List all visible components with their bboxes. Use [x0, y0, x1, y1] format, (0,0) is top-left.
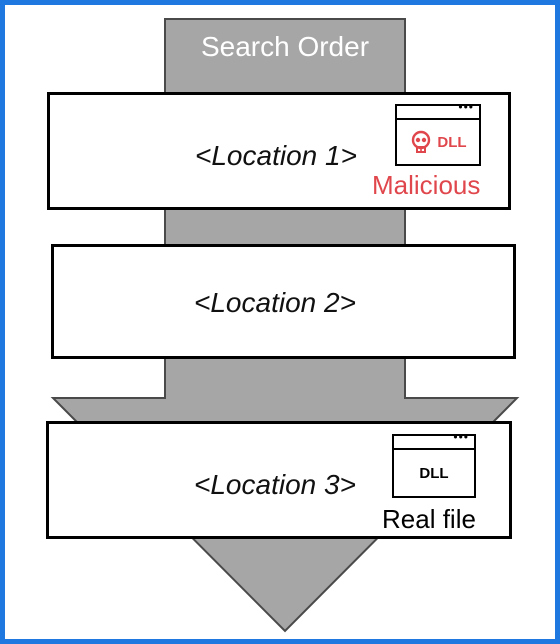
search-order-title: Search Order — [200, 31, 370, 62]
real-file-caption: Real file — [382, 504, 476, 534]
location-2-label: <Location 2> — [194, 287, 356, 318]
malicious-dll-window-icon: ••• DLL — [395, 100, 481, 166]
window-dots-icon: ••• — [453, 430, 469, 444]
window-title-bar: ••• — [397, 100, 479, 120]
malicious-caption: Malicious — [372, 170, 481, 200]
location-1-box: <Location 1> ••• DLL Malicious — [47, 92, 511, 210]
malicious-dll-label: DLL — [437, 133, 467, 151]
skull-icon — [412, 130, 431, 153]
real-dll-content: DLL — [394, 450, 474, 496]
real-dll-window-icon: ••• DLL — [392, 430, 476, 498]
window-title-bar: ••• — [394, 430, 474, 450]
location-1-label: <Location 1> — [195, 140, 357, 171]
location-3-label: <Location 3> — [194, 469, 356, 500]
window-dots-icon: ••• — [458, 100, 474, 114]
real-dll-label: DLL — [419, 464, 449, 482]
malicious-dll-content: DLL — [397, 120, 479, 164]
location-2-box: <Location 2> — [51, 244, 516, 359]
location-3-box: <Location 3> ••• DLL Real file — [46, 421, 512, 539]
